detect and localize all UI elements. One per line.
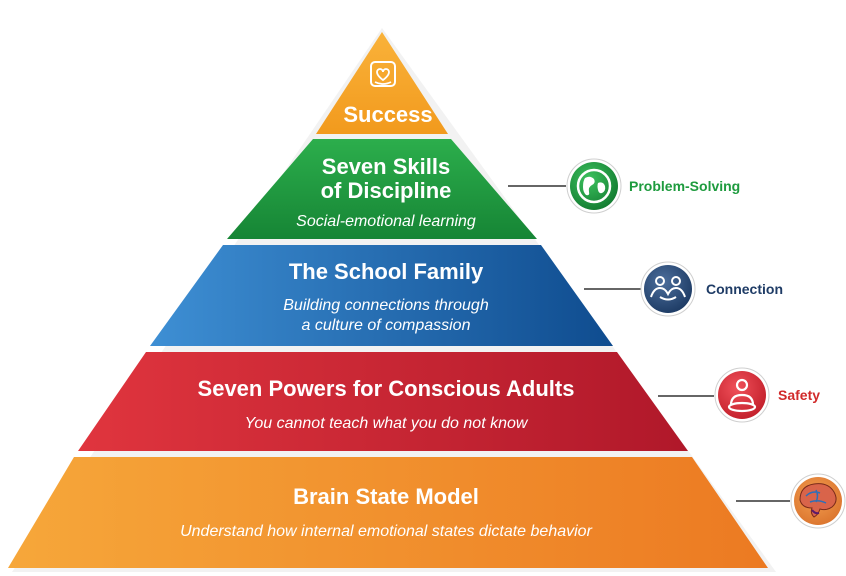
- brain-subtitle: Understand how internal emotional states…: [180, 523, 592, 540]
- success-title: Success: [343, 102, 432, 127]
- tier-powers-shape: [78, 352, 688, 451]
- tier-family-shape: [150, 245, 613, 346]
- people-icon: [640, 261, 696, 317]
- family-subtitle-line2: a culture of compassion: [302, 317, 471, 334]
- skills-subtitle: Social-emotional learning: [296, 213, 476, 230]
- problem-solving-label: Problem-Solving: [629, 178, 740, 194]
- heart-hands-icon: [370, 61, 396, 87]
- tier-skills-shape: [227, 139, 537, 239]
- tier-family: The School Family Building connections t…: [150, 245, 613, 346]
- powers-title: Seven Powers for Conscious Adults: [198, 376, 575, 401]
- connection-label: Connection: [706, 281, 783, 297]
- tier-powers: Seven Powers for Conscious Adults You ca…: [78, 352, 688, 451]
- tier-brain: Brain State Model Understand how interna…: [8, 457, 768, 568]
- brain-title: Brain State Model: [293, 484, 479, 509]
- family-subtitle-line1: Building connections through: [283, 297, 489, 314]
- tier-brain-shape: [8, 457, 768, 568]
- tier-skills: Seven Skills of Discipline Social-emotio…: [227, 139, 537, 239]
- tier-success: Success: [316, 32, 448, 134]
- safety-label: Safety: [778, 387, 820, 403]
- powers-subtitle: You cannot teach what you do not know: [245, 415, 529, 432]
- person-embrace-icon: [714, 367, 770, 423]
- brain-icon: [790, 473, 846, 529]
- skills-title-line1: Seven Skills: [322, 154, 450, 179]
- tier-success-shape: [316, 32, 448, 134]
- globe-icon: [566, 158, 622, 214]
- family-title: The School Family: [289, 259, 484, 284]
- skills-title-line2: of Discipline: [321, 178, 452, 203]
